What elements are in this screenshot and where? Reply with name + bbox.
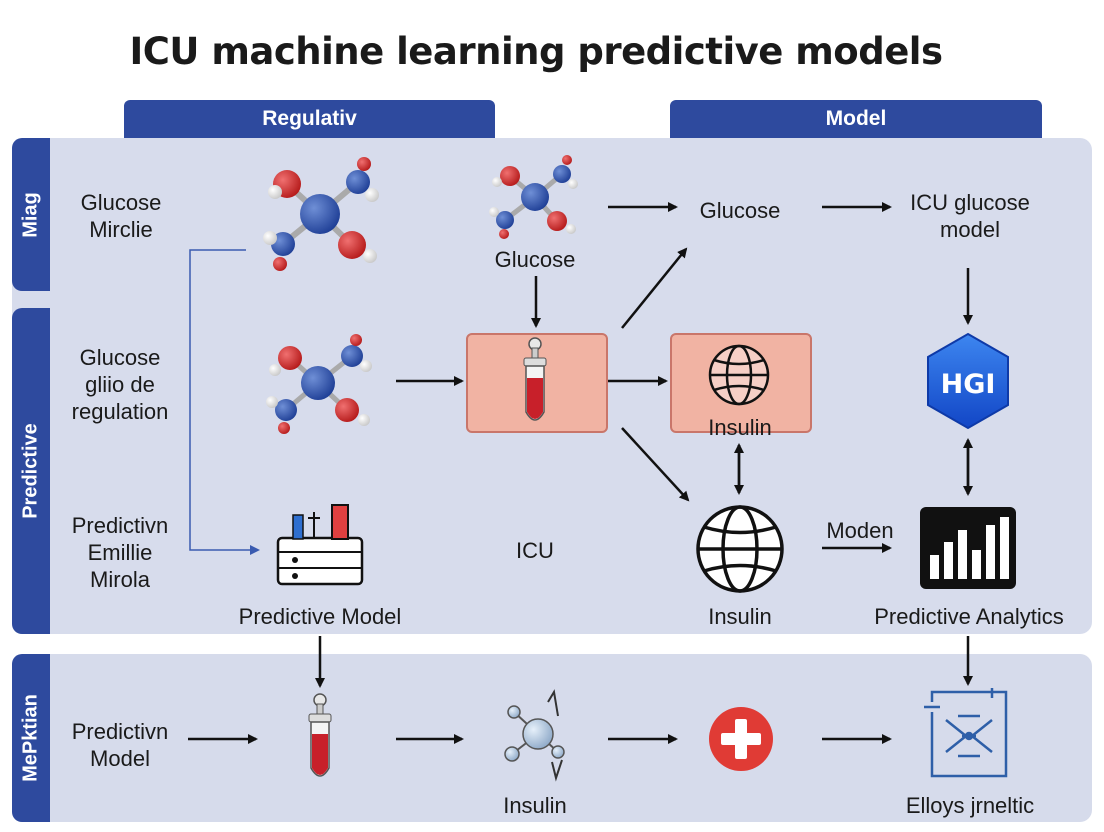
bracket-connector <box>189 249 260 555</box>
elloys-label: Elloys jrneltic <box>905 793 1035 818</box>
network-frame-icon <box>924 688 1008 778</box>
side-tab-top: Miag <box>12 138 50 291</box>
predictive-model-label: Predictive Model <box>238 604 402 629</box>
insulin-bottom-label: Insulin <box>503 793 567 818</box>
hgi-hexagon-icon: HGI <box>927 332 1009 430</box>
glucose-molecule-icon-1 <box>263 157 379 271</box>
test-tube-icon <box>523 337 547 421</box>
insulin-box-label: Insulin <box>708 415 772 440</box>
side-tab-middle: Predictive <box>12 308 50 634</box>
glucose-molecule-icon-3 <box>266 334 372 434</box>
test-tube-icon-bottom <box>308 693 332 777</box>
globe-icon-large <box>696 505 784 593</box>
bar-chart-icon <box>920 507 1016 589</box>
predictive-analytics-label: Predictive Analytics <box>874 604 1064 629</box>
icu-label: ICU <box>516 538 554 563</box>
globe-icon-small <box>708 344 770 406</box>
glucose-label-right: Glucose <box>699 198 781 223</box>
column-header-right: Model <box>670 100 1042 138</box>
insulin-molecule-icon <box>504 689 565 782</box>
lab-device-icon <box>276 504 364 586</box>
moden-label: Moden <box>826 518 894 543</box>
glucose-label-top: Glucose <box>494 247 576 272</box>
side-tab-bottom: MePktian <box>12 654 50 822</box>
column-header-left: Regulativ <box>124 100 495 138</box>
page-title: ICU machine learning predictive models <box>129 30 943 73</box>
insulin-globe-label: Insulin <box>708 604 772 629</box>
hexagon-text: HGI <box>941 369 996 400</box>
glucose-molecule-icon-2 <box>489 155 578 239</box>
medical-cross-icon <box>709 707 773 771</box>
arrows <box>188 202 973 744</box>
